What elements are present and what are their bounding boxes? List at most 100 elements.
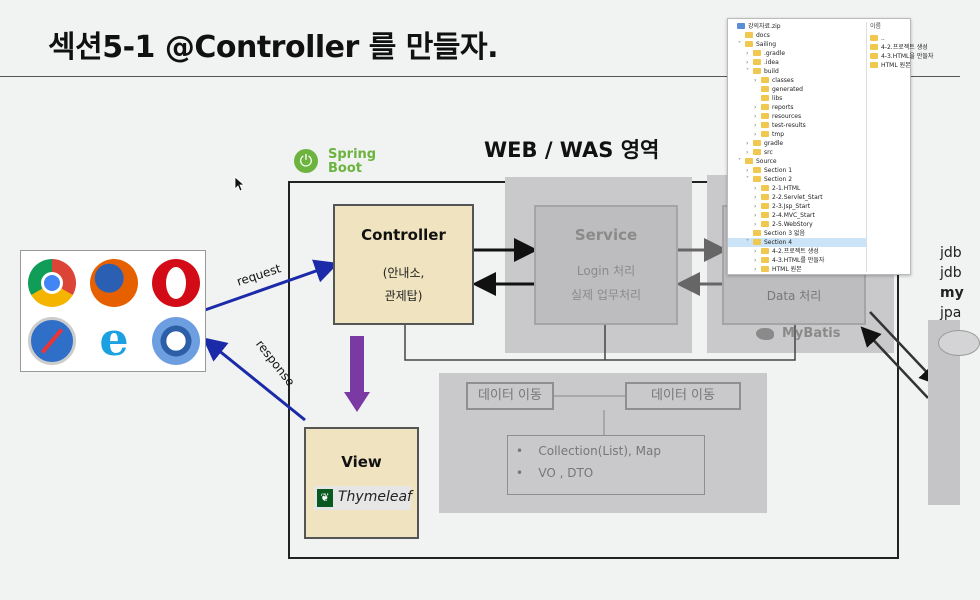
folder-icon	[753, 149, 761, 155]
tree-item[interactable]: ˅Sailing	[728, 40, 866, 49]
collapse-chevron-icon[interactable]: ›	[754, 185, 757, 192]
tree-item-label: 2-4.MVC_Start	[772, 212, 815, 219]
bottom-connector	[404, 324, 796, 361]
tree-item-label: 4-2.프로젝트 생성	[772, 248, 819, 255]
tree-item[interactable]: ˅Section 2	[728, 175, 866, 184]
tree-item[interactable]: Section 3 없음	[728, 229, 866, 238]
controller-to-view-arrow-shaft	[350, 336, 364, 392]
tree-item[interactable]: › 2-5.WebStory	[728, 220, 866, 229]
tree-item[interactable]: ›test-results	[728, 121, 866, 130]
tree-item[interactable]: ›2-1.HTML	[728, 184, 866, 193]
tree-item[interactable]: ˅build	[728, 67, 866, 76]
tree-item[interactable]: libs	[728, 94, 866, 103]
title-divider	[0, 76, 960, 77]
tree-item[interactable]: ›Section 1	[728, 166, 866, 175]
expand-chevron-icon[interactable]: ˅	[746, 68, 749, 75]
folder-icon	[753, 230, 761, 236]
tree-item[interactable]: docs	[728, 31, 866, 40]
collapse-chevron-icon[interactable]: ›	[754, 248, 757, 255]
spring-boot-logo: ⏻ Spring Boot	[294, 148, 376, 178]
tree-item[interactable]: › 4-2.프로젝트 생성	[728, 247, 866, 256]
expand-chevron-icon[interactable]: ˅	[738, 41, 741, 48]
right-text-2: jdb	[940, 265, 962, 281]
tree-item-label: reports	[772, 104, 794, 111]
tree-item[interactable]: › 2-4.MVC_Start	[728, 211, 866, 220]
mybatis-bird-icon	[756, 328, 774, 340]
folder-icon	[870, 35, 878, 41]
tree-item[interactable]: ›HTML 원본	[728, 265, 866, 274]
tree-item-label: resources	[772, 113, 802, 120]
response-arrow	[202, 337, 306, 422]
controller-title: Controller	[361, 226, 446, 244]
tree-item[interactable]: ›classes	[728, 76, 866, 85]
tree-item[interactable]: ›4-3.HTML를 만들자	[728, 256, 866, 265]
collapse-chevron-icon[interactable]: ›	[754, 122, 757, 129]
file-list-item[interactable]: ..	[870, 34, 914, 43]
collapse-chevron-icon[interactable]: ›	[746, 167, 749, 174]
folder-icon	[753, 167, 761, 173]
tree-item[interactable]: ›.idea	[728, 58, 866, 67]
collapse-chevron-icon[interactable]: ›	[754, 194, 757, 201]
folder-icon	[870, 44, 878, 50]
thymeleaf-logo-text: Thymeleaf	[338, 489, 412, 505]
data-transfer-pill-1: 데이터 이동	[466, 382, 554, 410]
tree-item-label: libs	[772, 95, 783, 102]
tree-item-label: 2-3.Jsp_Start	[772, 203, 811, 210]
dto-box: • Collection(List), Map • VO , DTO	[507, 435, 705, 495]
collapse-chevron-icon[interactable]: ›	[754, 266, 757, 273]
spring-logo-text-2: Boot	[328, 161, 362, 176]
collapse-chevron-icon[interactable]: ›	[746, 59, 749, 66]
service-desc-2: 실제 업무처리	[570, 288, 642, 302]
tree-item[interactable]: ˅Source	[728, 157, 866, 166]
expand-chevron-icon[interactable]: ˅	[746, 239, 749, 246]
collapse-chevron-icon[interactable]: ›	[754, 221, 757, 228]
file-list-item-label: 4-3.HTML을 만들자	[881, 53, 934, 60]
collapse-chevron-icon[interactable]: ›	[754, 113, 757, 120]
collapse-chevron-icon[interactable]: ›	[754, 257, 757, 264]
collapse-chevron-icon[interactable]: ›	[754, 131, 757, 138]
tree-item-label: Section 4	[764, 239, 793, 246]
expand-chevron-icon[interactable]: ˅	[738, 158, 741, 165]
tree-item[interactable]: › reports	[728, 103, 866, 112]
folder-icon	[761, 257, 769, 263]
file-list-item[interactable]: 4-2.프로젝트 생성	[870, 43, 928, 52]
tree-item[interactable]: › resources	[728, 112, 866, 121]
file-list-item[interactable]: HTML 원본	[870, 61, 914, 70]
thymeleaf-leaf-icon: ❦	[317, 489, 333, 507]
collapse-chevron-icon[interactable]: ›	[754, 203, 757, 210]
collapse-chevron-icon[interactable]: ›	[754, 212, 757, 219]
tree-item[interactable]: ›src	[728, 148, 866, 157]
collapse-chevron-icon[interactable]: ›	[754, 104, 757, 111]
tree-item-label: 2-5.WebStory	[772, 221, 813, 228]
controller-desc-1: (안내소,	[382, 266, 425, 280]
controller-desc-2: 관제탑)	[384, 289, 423, 303]
tree-item[interactable]: ›gradle	[728, 139, 866, 148]
collapse-chevron-icon[interactable]: ›	[746, 50, 749, 57]
tree-item[interactable]: › 2-3.Jsp_Start	[728, 202, 866, 211]
request-arrow	[204, 259, 339, 312]
tree-item[interactable]: generated	[728, 85, 866, 94]
opera-icon	[152, 259, 200, 307]
collapse-chevron-icon[interactable]: ›	[746, 140, 749, 147]
file-list-item-label: HTML 원본	[881, 62, 911, 69]
tree-item[interactable]: ›tmp	[728, 130, 866, 139]
tree-item[interactable]: ˅ Section 4	[728, 238, 866, 247]
file-list-item[interactable]: 4-3.HTML을 만들자	[870, 52, 933, 61]
folder-icon	[753, 68, 761, 74]
collapse-chevron-icon[interactable]: ›	[746, 149, 749, 156]
database-cylinder	[928, 320, 980, 505]
tree-item[interactable]: ›.gradle	[728, 49, 866, 58]
tree-item[interactable]: ›2-2.Servlet_Start	[728, 193, 866, 202]
collapse-chevron-icon[interactable]: ›	[754, 77, 757, 84]
folder-icon	[761, 194, 769, 200]
file-list-item-label: 4-2.프로젝트 생성	[881, 44, 928, 51]
folder-icon	[753, 50, 761, 56]
chromium-icon	[152, 317, 200, 365]
folder-icon	[745, 41, 753, 47]
tree-item[interactable]: 강의자료.zip	[728, 22, 866, 31]
expand-chevron-icon[interactable]: ˅	[746, 176, 749, 183]
ie-icon: e	[90, 316, 138, 365]
folder-icon	[761, 221, 769, 227]
